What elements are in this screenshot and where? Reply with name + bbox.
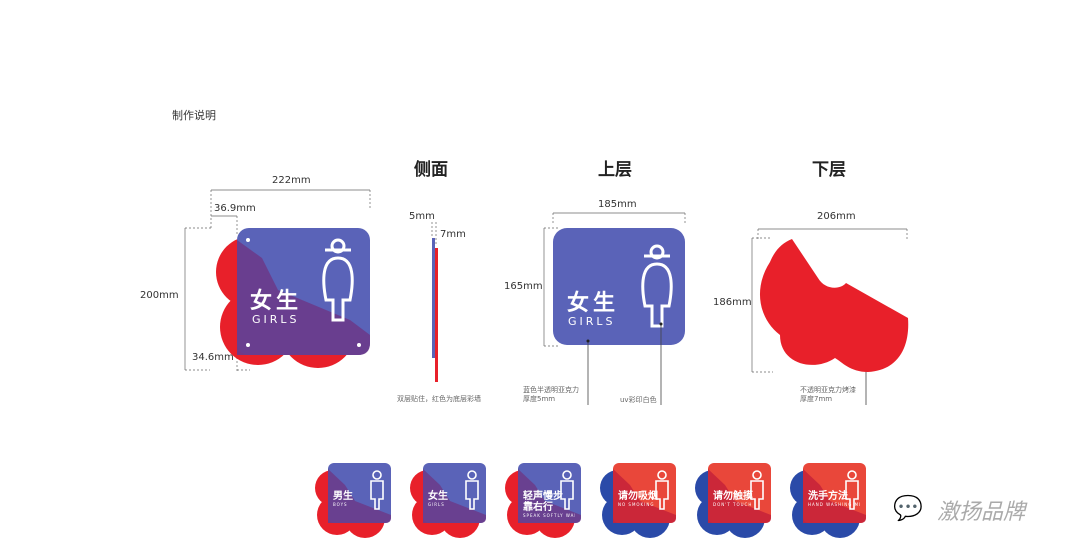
heading-lower: 下层	[812, 160, 846, 180]
main-sign-cn: 女生	[250, 289, 303, 314]
wechat-icon: 💬	[893, 494, 923, 522]
dim-height: 200mm	[140, 290, 179, 301]
variant-cn: 请勿触摸	[713, 491, 753, 502]
lower-layer-panel	[759, 239, 909, 372]
side-blue-layer	[432, 238, 435, 358]
overlap-region	[237, 240, 370, 355]
upper-note-print: uv彩印白色	[620, 396, 657, 404]
dim-width: 222mm	[272, 175, 311, 186]
variant-en: NO SMOKING	[618, 502, 655, 507]
doc-title: 制作说明	[172, 109, 216, 122]
variant-cn: 轻声慢步 靠右行	[523, 491, 563, 513]
side-note: 双层贴住，红色为底层彩墙	[397, 395, 481, 403]
note-line: 不透明亚克力烤漆	[800, 386, 856, 394]
variant-sign	[600, 463, 676, 538]
upper-note-material: 蓝色半透明亚克力 厚度5mm	[523, 386, 579, 404]
watermark: 激扬品牌	[937, 500, 1026, 525]
note-line: 厚度7mm	[800, 395, 833, 403]
variant-en: SPEAK SOFTLY WALK SLOWLY ON THE RIGHT	[523, 513, 575, 518]
variant-en: DON'T TOUCH	[713, 502, 753, 507]
heading-upper: 上层	[598, 160, 632, 180]
lower-height: 186mm	[713, 297, 752, 308]
upper-girl-icon	[641, 244, 673, 328]
upper-width: 185mm	[598, 199, 637, 210]
variant-cn: 男生	[333, 491, 353, 502]
variant-sign	[505, 463, 581, 538]
variant-en: HAND WASHING METHOD	[808, 502, 860, 507]
upper-cn: 女生	[567, 291, 620, 316]
lower-note: 不透明亚克力烤漆 厚度7mm	[800, 386, 856, 404]
note-line: 蓝色半透明亚克力	[523, 386, 579, 394]
variant-cn: 请勿吸烟	[618, 491, 658, 502]
heading-side: 侧面	[414, 160, 448, 180]
variant-cn: 女生	[428, 491, 448, 502]
side-dim-b: 7mm	[440, 229, 466, 240]
lower-width: 206mm	[817, 211, 856, 222]
variant-en: BOYS	[333, 502, 348, 507]
side-red-layer	[435, 248, 438, 382]
side-dim-a: 5mm	[409, 211, 435, 222]
variant-en: GIRLS	[428, 502, 445, 507]
variant-sign	[790, 463, 866, 538]
variant-sign	[315, 463, 391, 538]
note-line: 厚度5mm	[523, 395, 556, 403]
upper-height: 165mm	[504, 281, 543, 292]
upper-en: GIRLS	[568, 315, 616, 328]
variant-sign	[695, 463, 771, 538]
main-sign-en: GIRLS	[252, 313, 300, 326]
variant-cn: 洗手方法	[808, 491, 848, 502]
dim-offset-top: 36.9mm	[214, 203, 256, 214]
girl-icon	[322, 238, 354, 322]
variant-sign	[410, 463, 486, 538]
dim-offset-bottom: 34.6mm	[192, 352, 234, 363]
